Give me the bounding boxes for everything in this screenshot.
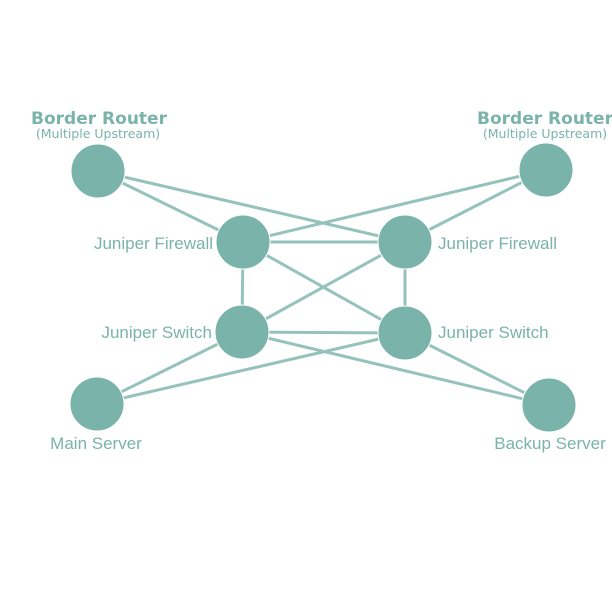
connections [96,168,550,407]
edge-switch-right-main-server [96,331,406,406]
main-server-label: Main Server [50,434,142,453]
firewall-left-node[interactable] [215,214,271,270]
edge-switch-left-backup-server [241,330,550,407]
switch-left-node[interactable] [214,304,270,360]
nodes [69,142,577,433]
border-router-right-title: Border Router [477,109,612,129]
border-router-left-node[interactable] [70,143,126,199]
labels: Border Router (Multiple Upstream) Border… [31,109,612,453]
backup-server-node[interactable] [521,377,577,433]
edge-border-left-firewall-right [97,169,406,244]
backup-server-label: Backup Server [494,434,606,453]
edge-firewall-right-switch-left [241,240,406,334]
firewall-left-label: Juniper Firewall [94,234,213,253]
main-server-node[interactable] [69,376,125,432]
edge-border-right-firewall-left [242,168,547,244]
switch-right-label: Juniper Switch [438,323,549,342]
border-router-right-node[interactable] [518,142,574,198]
switch-left-label: Juniper Switch [101,323,212,342]
firewall-right-label: Juniper Firewall [438,234,557,253]
firewall-right-node[interactable] [377,214,433,270]
border-router-left-title: Border Router [31,109,168,129]
border-router-right-subtitle: (Multiple Upstream) [483,126,607,141]
border-router-left-subtitle: (Multiple Upstream) [36,126,160,141]
switch-right-node[interactable] [377,305,433,361]
